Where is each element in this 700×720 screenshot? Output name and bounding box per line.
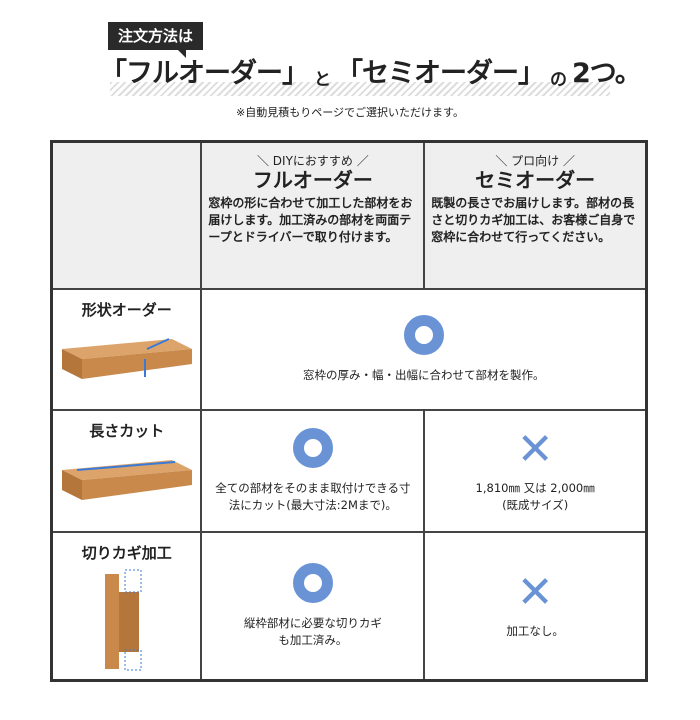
label-text: 切りカギ加工: [81, 543, 172, 562]
circle-mark-icon: [403, 314, 444, 355]
full-length-desc: 全ての部材をそのまま取付けできる寸法にカット(最大寸法:2Mまで)。: [215, 480, 411, 512]
title-no: の: [550, 70, 567, 90]
order-method-badge: 注文方法は: [108, 22, 204, 58]
circle-mark-icon: [292, 427, 333, 468]
full-order-title: フルオーダー: [252, 168, 373, 192]
cross-mark-icon: ✕: [516, 567, 554, 619]
full-notch-desc: 縦枠部材に必要な切りカギも加工済み。: [243, 615, 382, 647]
semi-length-desc: 1,810㎜ 又は 2,000㎜: [475, 480, 595, 495]
semi-notch-cell: ✕ 加工なし。: [423, 530, 648, 682]
full-length-cut-cell: 全ての部材をそのまま取付けできる寸法にカット(最大寸法:2Mまで)。: [200, 408, 426, 533]
semi-order-desc: 既製の長さでお届けします。部材の長さと切りカギ加工は、お客様ご自身で窓枠に合わせ…: [431, 196, 636, 244]
title-two: 2つ。: [572, 58, 642, 89]
row-label-length-cut: 長さカット: [50, 408, 203, 533]
semi-order-tag: ＼ プロ向け ／: [495, 154, 575, 168]
semi-order-title: セミオーダー: [475, 168, 596, 192]
semi-notch-desc: 加工なし。: [506, 624, 564, 639]
cross-mark-icon: ✕: [516, 423, 554, 475]
wood-notch-icon: [104, 569, 142, 670]
full-order-tag: ＼ DIYにおすすめ ／: [256, 154, 369, 168]
circle-mark-icon: [292, 562, 333, 603]
wood-length-icon: [61, 459, 192, 500]
wood-profile-icon: [61, 337, 192, 379]
label-text: 形状オーダー: [81, 300, 172, 319]
row-label-notch: 切りカギ加工: [50, 530, 203, 682]
label-text: 長さカット: [89, 421, 165, 440]
empty-header-cell: [50, 140, 203, 290]
page-title: 「フルオーダー」 と 「セミオーダー」 の 2つ。: [100, 56, 642, 96]
full-notch-cell: 縦枠部材に必要な切りカギも加工済み。: [200, 530, 426, 682]
title-semi-order: 「セミオーダー」: [336, 58, 545, 89]
semi-length-note: (既成サイズ): [502, 497, 569, 512]
semi-length-cut-cell: ✕ 1,810㎜ 又は 2,000㎜ (既成サイズ): [423, 408, 648, 533]
full-order-header: ＼ DIYにおすすめ ／ フルオーダー 窓枠の形に合わせて加工した部材をお届けし…: [200, 140, 426, 290]
full-order-desc: 窓枠の形に合わせて加工した部材をお届けします。加工済みの部材を両面テープとドライ…: [208, 196, 413, 244]
shape-order-merged-cell: 窓枠の厚み・幅・出幅に合わせて部材を製作。: [200, 287, 648, 411]
comparison-table: ＼ DIYにおすすめ ／ フルオーダー 窓枠の形に合わせて加工した部材をお届けし…: [50, 140, 648, 682]
selection-note: ※自動見積もりページでご選択いただけます。: [236, 106, 464, 119]
title-full-order: 「フルオーダー」: [100, 58, 309, 89]
title-and: と: [314, 70, 331, 90]
semi-order-header: ＼ プロ向け ／ セミオーダー 既製の長さでお届けします。部材の長さと切りカギ加…: [423, 140, 648, 290]
shape-order-desc: 窓枠の厚み・幅・出幅に合わせて部材を製作。: [302, 367, 545, 382]
row-label-shape: 形状オーダー: [50, 287, 203, 411]
